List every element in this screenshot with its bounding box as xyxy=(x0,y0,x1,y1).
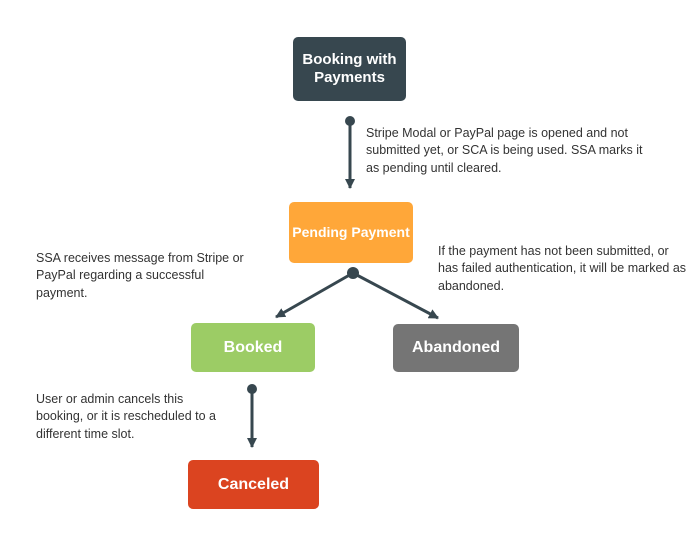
connector-booked-to-canceled xyxy=(247,384,257,448)
connector-booking-to-pending xyxy=(345,116,355,189)
node-booked: Booked xyxy=(191,323,315,372)
connector-arrow xyxy=(275,271,354,319)
node-abandoned: Abandoned xyxy=(393,324,519,372)
annotation-to-pending: Stripe Modal or PayPal page is opened an… xyxy=(366,126,643,175)
connector-pending-to-booked xyxy=(275,271,354,319)
node-canceled: Canceled xyxy=(188,460,319,509)
branch-dot xyxy=(347,267,359,279)
annotation-to-booked: SSA receives message from Stripe or PayP… xyxy=(36,251,244,300)
connector-arrow xyxy=(352,271,439,320)
annotation-to-canceled: User or admin cancels this booking, or i… xyxy=(36,392,216,441)
connector-pending-to-abandoned xyxy=(352,271,439,320)
node-pending-payment: Pending Payment xyxy=(289,202,413,263)
annotation-to-abandoned: If the payment has not been submitted, o… xyxy=(438,244,687,293)
node-booking-with-payments: Booking with Payments xyxy=(293,37,406,101)
